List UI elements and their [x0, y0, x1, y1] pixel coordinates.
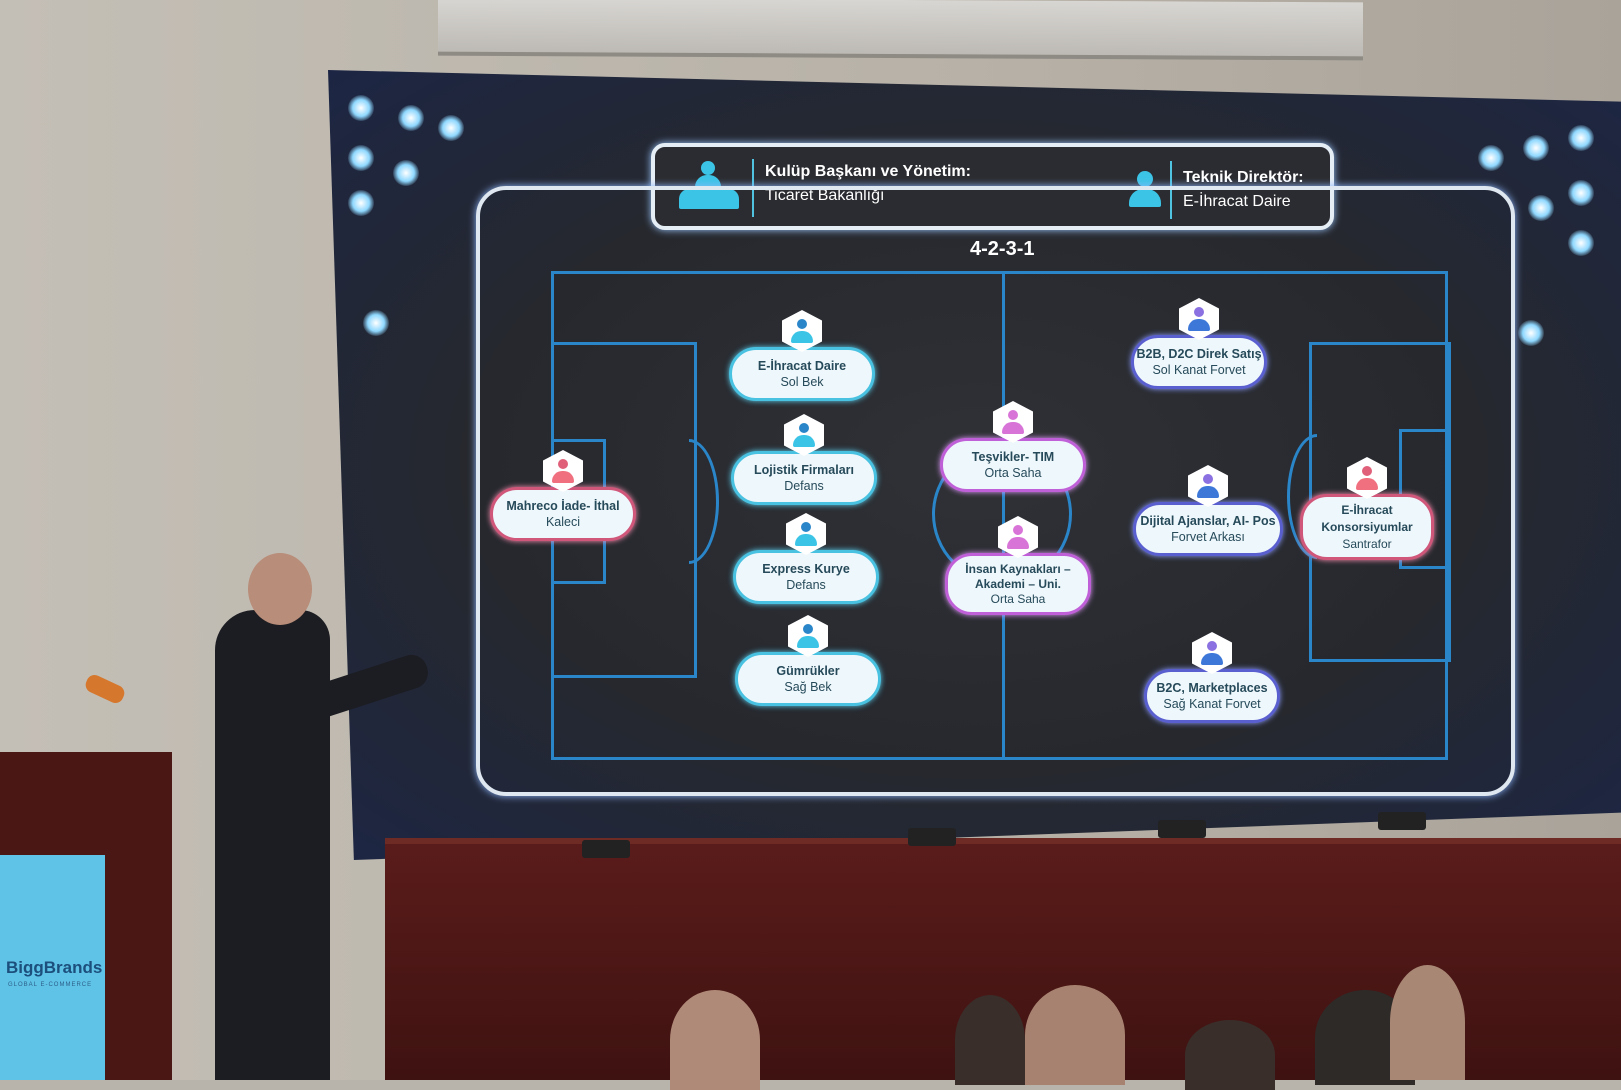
field-frame	[476, 186, 1515, 796]
person-icon	[786, 513, 826, 555]
management-value: Ticaret Bakanlığı	[765, 187, 885, 204]
brand-logo: BiggBrands	[6, 958, 103, 977]
desk-microphone	[908, 828, 956, 846]
coach-icon	[1129, 171, 1161, 211]
desk-microphone	[1378, 812, 1426, 830]
coach-title: Teknik Direktör:	[1183, 169, 1304, 186]
player-midfielder-2: İnsan Kaynakları – Akademi – Uni.Orta Sa…	[945, 516, 1091, 615]
audience-head	[955, 995, 1025, 1085]
presenter-head	[248, 553, 312, 625]
team-group-icon	[679, 161, 739, 211]
desk-microphone	[1158, 820, 1206, 838]
audience-head	[1390, 965, 1465, 1080]
presenter	[215, 610, 330, 1080]
person-icon	[543, 450, 583, 492]
person-icon	[788, 615, 828, 657]
brand-logo-subtitle: GLOBAL E-COMMERCE	[8, 982, 93, 988]
person-icon	[784, 414, 824, 456]
projector-screen-housing	[438, 0, 1363, 61]
desk-microphone	[582, 840, 630, 858]
formation-label: 4-2-3-1	[970, 238, 1035, 260]
audience-head	[670, 990, 760, 1090]
podium-logo-panel	[0, 855, 105, 1080]
audience-head	[1025, 985, 1125, 1085]
person-icon	[782, 310, 822, 352]
management-title: Kulüp Başkanı ve Yönetim:	[765, 163, 971, 180]
audience-head	[1185, 1020, 1275, 1090]
coach-value: E-İhracat Daire	[1183, 193, 1291, 210]
